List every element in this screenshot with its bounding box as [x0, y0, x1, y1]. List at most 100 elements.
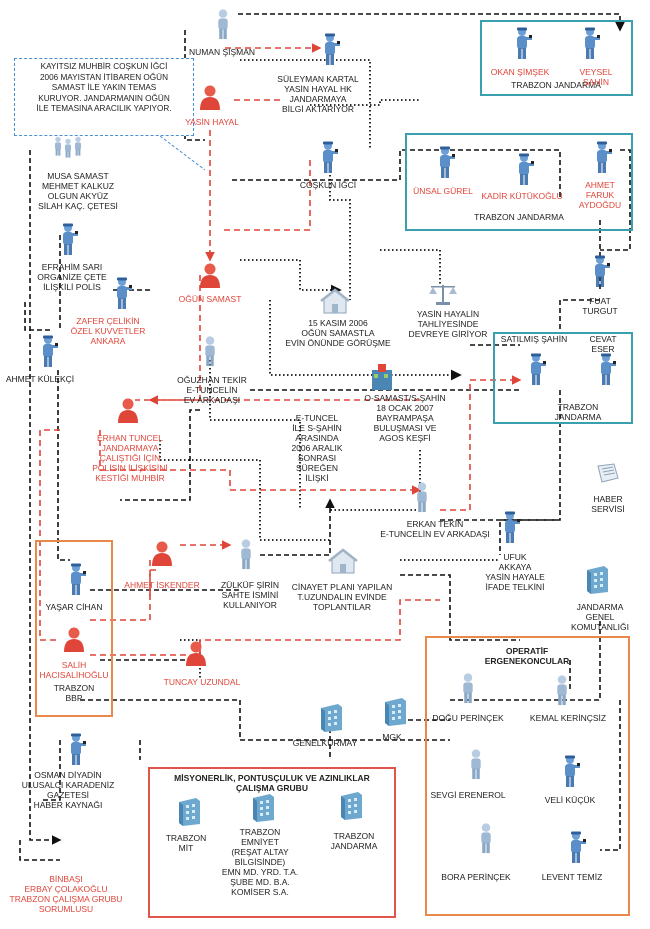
mit-building-icon: [176, 796, 202, 826]
ufuk-akkaya-figure: [500, 510, 520, 544]
label-okan-simsek: OKAN ŞİMŞEK: [490, 67, 550, 77]
label-sevgi-erenerol: SEVGİ ERENEROL: [430, 790, 506, 800]
salih-hacisalihoglu-figure: [62, 626, 86, 652]
label-tahliye: YASİN HAYALİN TAHLİYESİNDE DEVREYE GİRİY…: [408, 309, 488, 339]
label-tuncay-uzundal: TUNCAY UZUNDAL: [163, 677, 241, 687]
levent-temiz-figure: [566, 830, 586, 864]
label-oguzhan-tekir: OĞUZHAN TEKİR E-TUNCELİN EV ARKADAŞI: [177, 375, 247, 405]
label-yasar-cihan: YAŞAR CİHAN: [45, 602, 103, 612]
label-trabzon-bbp: TRABZON BBP: [53, 683, 95, 703]
tuncay-uzundal-figure: [184, 640, 208, 666]
group-box-trabzon-jandarma-right: [493, 332, 633, 424]
label-trabzon-emniyet: TRABZON EMNİYET (REŞAT ALTAY BİLGİSİNDE)…: [221, 827, 299, 897]
label-musa-samast-group: MUSA SAMAST MEHMET KALKUZ OLGUN AKYÜZ Sİ…: [38, 171, 118, 211]
bora-perincek-figure: [476, 822, 496, 854]
veysel-sahin-figure: [580, 26, 600, 60]
group-box-trabzon-jandarma-top: [480, 20, 633, 96]
erkan-tekin-figure: [412, 481, 432, 513]
label-kadir-kutukoglu: KADİR KÜTÜKOĞLU: [481, 191, 563, 201]
label-jandarma-genel-komutanligi: JANDARMA GENEL KOMUTANLIĞI: [571, 602, 629, 632]
misyon-jandarma-building-icon: [338, 790, 364, 820]
group-title-trabzon-jandarma-right: TRABZON JANDARMA: [554, 402, 602, 422]
meeting-house-icon: [328, 548, 358, 574]
coskun-igci-figure: [318, 140, 338, 174]
label-veli-kucuk: VELİ KÜÇÜK: [544, 795, 596, 805]
oguzhan-tekir-figure: [200, 335, 220, 367]
label-levent-temiz: LEVENT TEMİZ: [541, 872, 603, 882]
osman-diyadin-figure: [66, 732, 86, 766]
group-title-misyonerlik: MİSYONERLİK, PONTUSÇULUK VE AZINLIKLAR Ç…: [174, 773, 370, 793]
label-osman-diyadin: OSMAN DİYADİN ULUSALCI KARADENİZ GAZETES…: [21, 770, 115, 810]
efrahim-sari-figure: [58, 222, 78, 256]
numan-sisman-figure: [213, 8, 233, 40]
label-misyon-trabzon-jandarma: TRABZON JANDARMA: [330, 831, 378, 851]
yasar-cihan-figure: [66, 562, 86, 596]
label-agos-kesfi: O-SAMAST/S-ŞAHİN 18 OCAK 2007 BAYRAMPAŞA…: [364, 393, 446, 443]
group-title-trabzon-jandarma-top: TRABZON JANDARMA: [511, 80, 601, 90]
label-ahmet-faruk-aydogdu: AHMET FARUK AYDOĞDU: [578, 180, 622, 210]
label-salih-hacisalihoglu: SALİH HACISALİHOĞLU: [39, 660, 109, 680]
satilmis-sahin-figure: [526, 352, 546, 386]
group-title-ergenekon: OPERATİF ERGENEKONCULAR: [484, 646, 570, 666]
group-box-misyonerlik: [148, 767, 396, 918]
group-icon: [55, 136, 81, 158]
label-haber-servisi: HABER SERVİSİ: [591, 494, 625, 514]
newspaper-icon: [597, 463, 619, 483]
ogun-samast-figure: [198, 262, 222, 288]
label-numan-sisman: NUMAN ŞİŞMAN: [188, 47, 256, 57]
cevat-eser-figure: [596, 352, 616, 386]
label-zulkuf-sirin: ZÜLKÜF ŞİRİN SAHTE İSMİNİ KULLANIYOR: [220, 580, 280, 610]
label-unsal-gurel: ÜNSAL GÜREL: [413, 186, 473, 196]
ahmet-iskender-figure: [150, 540, 174, 566]
label-zafer-celikin: ZAFER ÇELİKİN ÖZEL KUVVETLER ANKARA: [70, 316, 146, 346]
label-yasin-hayal: YASİN HAYAL: [185, 117, 239, 127]
label-ahmet-kulekci: AHMET KÜLEKÇİ: [5, 374, 75, 384]
label-cinayet-plani: CİNAYET PLANI YAPILAN T.UZUNDALIN EVİNDE…: [291, 582, 393, 612]
genelkurmay-building-icon: [318, 702, 344, 732]
house-icon: [320, 288, 350, 314]
group-box-bbp: [35, 540, 113, 717]
label-veysel-sahin: VEYSEL ŞAHİN: [579, 67, 613, 87]
kadir-kutukoglu-figure: [514, 152, 534, 186]
group-title-trabzon-jandarma-mid: TRABZON JANDARMA: [474, 212, 564, 222]
label-ev-gorusme: 15 KASIM 2006 OĞÜN SAMASTLA EVİN ÖNÜNDE …: [285, 318, 391, 348]
label-ufuk-akkaya: UFUK AKKAYA YASİN HAYALE İFADE TELKİNİ: [485, 552, 545, 592]
ufuk-police-figure-top: [590, 254, 610, 288]
label-efrahim-sari: EFRAHİM SARI ORGANİZE ÇETE İLİŞKİLİ POLİ…: [37, 262, 107, 292]
group-box-trabzon-jandarma-mid: [405, 133, 633, 231]
label-suleyman-kartal: SÜLEYMAN KARTAL YASİN HAYAL HK JANDARMAY…: [277, 74, 359, 114]
yasin-hayal-figure: [198, 84, 222, 110]
label-trabzon-mit: TRABZON MİT: [165, 833, 207, 853]
okan-simsek-figure: [512, 26, 532, 60]
dogu-perincek-figure: [458, 672, 478, 704]
ahmet-kulekci-figure: [38, 334, 58, 368]
label-coskun-igci: COŞKUN İĞCİ: [299, 180, 357, 190]
mgk-building-icon: [382, 696, 408, 726]
label-fuat-turgut: FUAT TURGUT: [582, 296, 618, 316]
label-dogu-perincek: DOĞU PERİNÇEK: [432, 713, 504, 723]
ahmet-faruk-aydogdu-figure: [592, 140, 612, 174]
veli-kucuk-figure: [560, 754, 580, 788]
zafer-celikin-figure: [112, 276, 132, 310]
erhan-tuncel-figure: [116, 397, 140, 423]
label-erkan-tekin: ERKAN TEKİN E-TUNCELİN EV ARKADAŞI: [380, 519, 490, 539]
kemal-kerincsiz-figure: [552, 674, 572, 706]
label-erhan-tuncel: ERHAN TUNCEL JANDARMAYA ÇALIŞTIĞI İÇİN P…: [92, 433, 168, 483]
informant-note: KAYITSIZ MUHBİR COŞKUN İĞCİ 2006 MAYISTA…: [14, 58, 194, 136]
label-binbasi-erbay-colakoglu: BİNBAŞI ERBAY ÇOLAKOĞLU TRABZON ÇALIŞMA …: [9, 874, 123, 914]
zulkuf-sirin-figure: [236, 538, 256, 570]
label-bora-perincek: BORA PERİNÇEK: [441, 872, 511, 882]
suleyman-kartal-figure: [320, 32, 340, 66]
emniyet-building-icon: [250, 792, 276, 822]
label-ahmet-iskender: AHMET İSKENDER: [124, 580, 200, 590]
jgk-building-icon: [584, 564, 610, 594]
label-satilmis-sahin: SATILMIŞ ŞAHİN: [500, 334, 568, 344]
unsal-gurel-figure: [435, 145, 455, 179]
building-icon: [372, 364, 392, 390]
label-mgk: MGK: [382, 732, 402, 742]
label-cevat-eser: CEVAT ESER: [589, 334, 617, 354]
label-kemal-kerincsiz: KEMAL KERİNÇSİZ: [529, 713, 607, 723]
sevgi-erenerol-figure: [466, 748, 486, 780]
label-etuncel-iliski: E-TUNCEL İLE S-ŞAHİN ARASINDA 2006 ARALI…: [291, 413, 343, 483]
